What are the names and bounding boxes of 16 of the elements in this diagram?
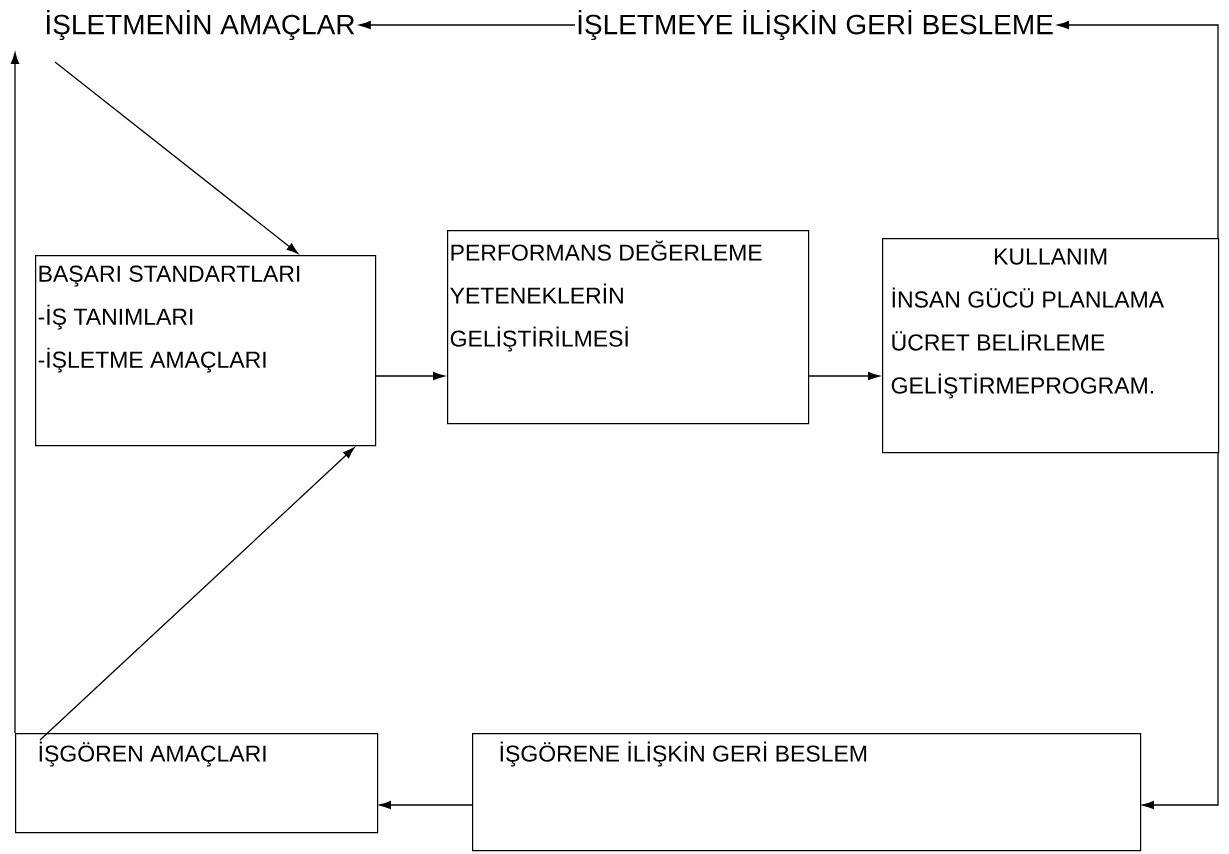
arrow [359,20,576,30]
process-box: PERFORMANS DEĞERLEME YETENEKLERİN GELİŞTİRİLMESİ [447,230,810,425]
arrow [54,61,299,254]
arrow [1142,451,1219,810]
heading-text: İŞLETMEYE İLİŞKİN GERİ BESLEME [578,9,1053,41]
arrow [39,447,355,741]
arrow [10,52,20,734]
process-box: BAŞARI STANDARTLARI -İŞ TANIMLARI -İŞLETME AMAÇLARI [35,255,377,447]
arrow [379,800,473,810]
process-box: İŞGÖREN AMAÇLARI [15,733,379,834]
arrow [1057,20,1219,239]
process-box: İŞGÖRENE İLİŞKİN GERİ BESLEM [472,733,1142,852]
arrow [807,371,880,381]
heading-text: İŞLETMENİN AMAÇLAR [47,9,355,41]
arrow [374,371,445,381]
process-box: KULLANIM İNSAN GÜCÜ PLANLAMA ÜCRET BELİRLEME GELİŞTİRMEPROGRAM. [882,238,1220,454]
